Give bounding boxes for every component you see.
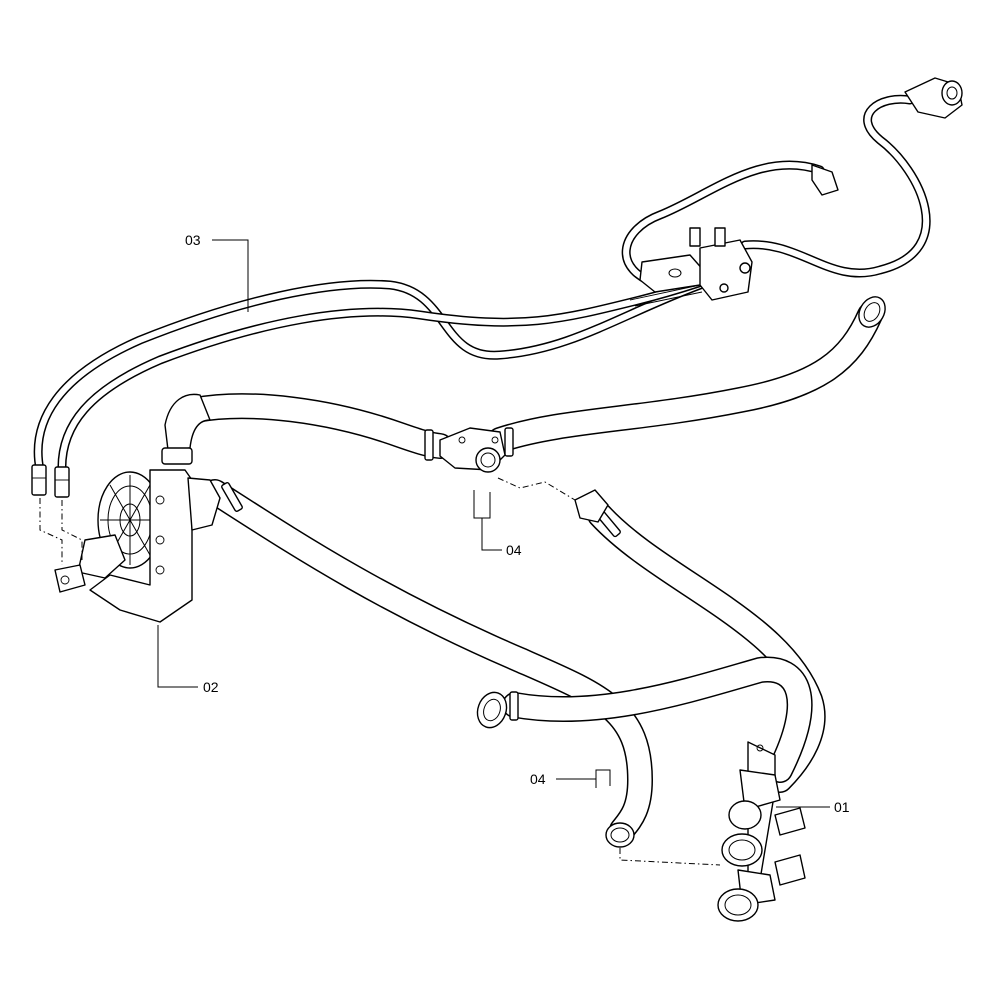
assembly-dashed-lines: [39, 477, 721, 866]
pump-assembly: [54, 393, 221, 623]
hydraulic-hose-set: [31, 77, 963, 498]
callout-clip-lower: 04: [530, 771, 596, 787]
retaining-clip-lower: [595, 769, 611, 788]
callout-label-04-upper: 04: [506, 542, 522, 558]
callout-label-04-lower: 04: [530, 771, 546, 787]
large-hoses: [182, 296, 886, 848]
callout-pump-assembly: 02: [157, 625, 219, 695]
callout-label-02: 02: [203, 679, 219, 695]
callout-valve-assembly: 01: [776, 799, 850, 815]
hydraulic-valve-block: [629, 227, 753, 307]
callout-hydraulic-hoses: 03: [185, 232, 249, 312]
callout-clip-upper: 04: [481, 518, 522, 558]
callout-label-01: 01: [834, 799, 850, 815]
retaining-clip-upper: [473, 490, 491, 519]
tee-fitting: [439, 427, 506, 473]
valve-group: [717, 741, 806, 922]
callout-label-03: 03: [185, 232, 201, 248]
